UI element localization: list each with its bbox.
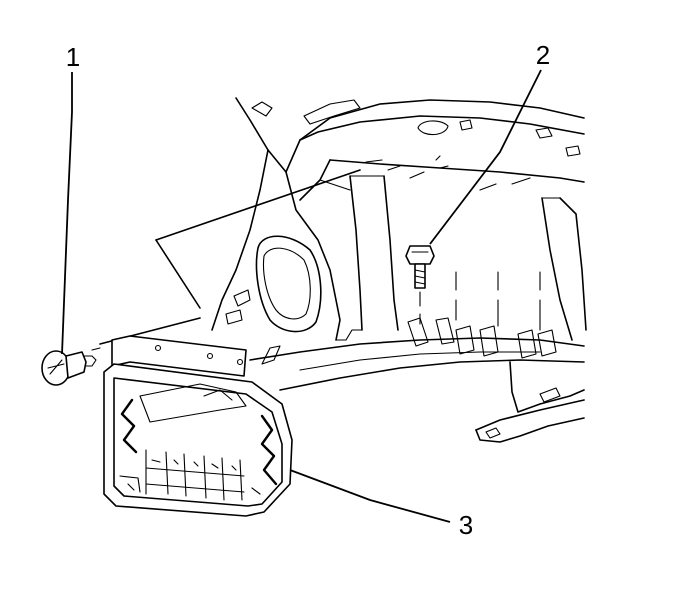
callout-3-label: 3 [459,510,473,540]
projection-lines [99,169,361,345]
bolt [405,245,435,325]
callout-labels: 1 2 3 [66,40,550,540]
callout-leaders [61,69,542,523]
callout-1-label: 1 [66,42,80,72]
callout-1-leader [61,72,73,355]
callout-2-label: 2 [536,40,550,70]
push-pin-fastener [41,347,101,386]
vehicle-compartment [211,97,587,443]
bracket-box [103,335,293,517]
callout-3-leader [289,469,451,523]
callout-2-leader [429,69,542,245]
